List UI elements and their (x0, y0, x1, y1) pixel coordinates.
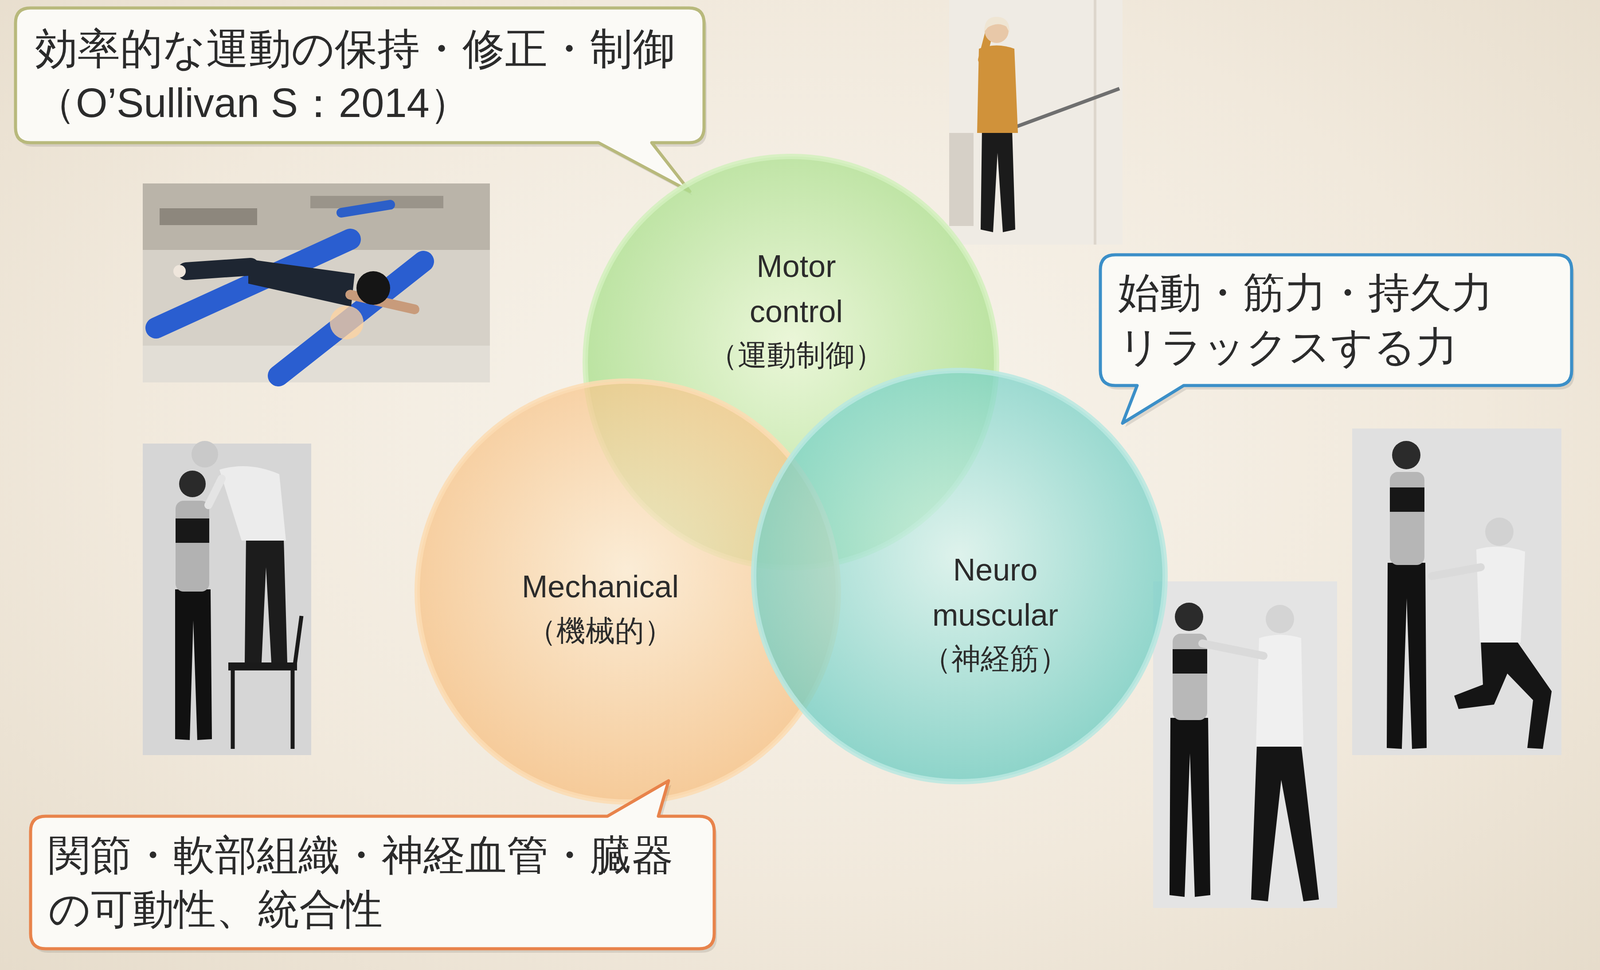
circle-label: Motor control (748, 244, 845, 335)
person-torso (175, 500, 210, 592)
photo-lunge-exercise (1352, 428, 1562, 756)
chair-leg (290, 669, 295, 750)
person-torso (1476, 547, 1526, 643)
text-group: 始動・筋力・持久力 リラックスする力 (1118, 266, 1496, 375)
light-glare (329, 305, 364, 340)
photo-ground (1153, 581, 1338, 909)
photo-partner-exercise (1153, 581, 1338, 909)
person-arm (1202, 643, 1264, 657)
person-feet (173, 265, 186, 278)
person-head (356, 271, 391, 306)
callout-box: 始動・筋力・持久力 リラックスする力 (1100, 254, 1572, 386)
person-legs (1386, 563, 1427, 750)
callout-border (15, 7, 705, 192)
chair-back (294, 616, 302, 666)
callout-text: 効率的な運動の保持・修正・制御 (35, 21, 676, 77)
photo-chair-exercise (142, 441, 312, 756)
callout-box: 関節・軟部組織・神経血管・臓器 の可動性、統合性 (30, 816, 715, 950)
circle-label: （機械的） (521, 610, 679, 653)
photo-ground (142, 183, 490, 383)
person-head (1174, 602, 1204, 632)
person-legs (186, 266, 251, 272)
circle-fill (753, 370, 1166, 783)
callout-text: （O’Sullivan S：2014） (35, 76, 676, 130)
person-head (1392, 441, 1421, 470)
photo-ground (949, 0, 1123, 245)
text-group: 効率的な運動の保持・修正・制御（O’Sullivan S：2014） (35, 21, 676, 130)
person-torso (1389, 472, 1425, 566)
text-group: Mechanical（機械的） (521, 564, 679, 653)
person-arm (1431, 567, 1481, 577)
photo-wall (142, 183, 490, 251)
person-torso (248, 259, 355, 307)
callout-border (1100, 254, 1572, 424)
callout-box: 効率的な運動の保持・修正・制御（O’Sullivan S：2014） (15, 7, 705, 143)
circle-label: Neuro muscular (931, 547, 1060, 638)
chair-seat (228, 662, 298, 671)
bench (159, 208, 258, 226)
person-head (1485, 517, 1514, 547)
text-group: Neuro muscular（神経筋） (922, 547, 1069, 681)
person-top (175, 518, 210, 544)
person-legs (1454, 640, 1552, 750)
person-hair (984, 16, 1010, 33)
person-torso (1255, 635, 1304, 748)
venn-circle: Neuro muscular（神経筋） (750, 367, 1169, 786)
callout-border (30, 781, 715, 950)
person-top (1172, 649, 1208, 674)
callout-text: 始動・筋力・持久力 リラックスする力 (1118, 266, 1496, 375)
circle-label: （神経筋） (922, 637, 1069, 681)
photo-ground (142, 443, 312, 756)
pole (1016, 88, 1120, 127)
photo-ground (1352, 428, 1562, 756)
equipment (949, 133, 974, 227)
person-arm (208, 478, 222, 506)
person-legs (1169, 718, 1211, 898)
photo-roller-exercise (142, 183, 490, 383)
person-head (1265, 605, 1295, 634)
photo-instructor (949, 0, 1123, 245)
circle-label: （運動制御） (708, 334, 885, 377)
person-head (191, 441, 219, 468)
chair-leg (230, 669, 235, 750)
wall-line (1093, 0, 1097, 245)
roller (341, 204, 391, 213)
person-torso (219, 466, 286, 541)
circle-label: Mechanical (521, 564, 679, 611)
person-legs (175, 589, 212, 741)
person-legs (1251, 744, 1319, 902)
callout-text: 関節・軟部組織・神経血管・臓器 の可動性、統合性 (48, 828, 677, 937)
person-top (1389, 487, 1425, 513)
person-legs (980, 129, 1016, 233)
person-head (179, 470, 206, 498)
text-group: Motor control（運動制御） (708, 244, 885, 377)
text-group: 関節・軟部組織・神経血管・臓器 の可動性、統合性 (48, 828, 677, 937)
person-legs (244, 538, 288, 663)
